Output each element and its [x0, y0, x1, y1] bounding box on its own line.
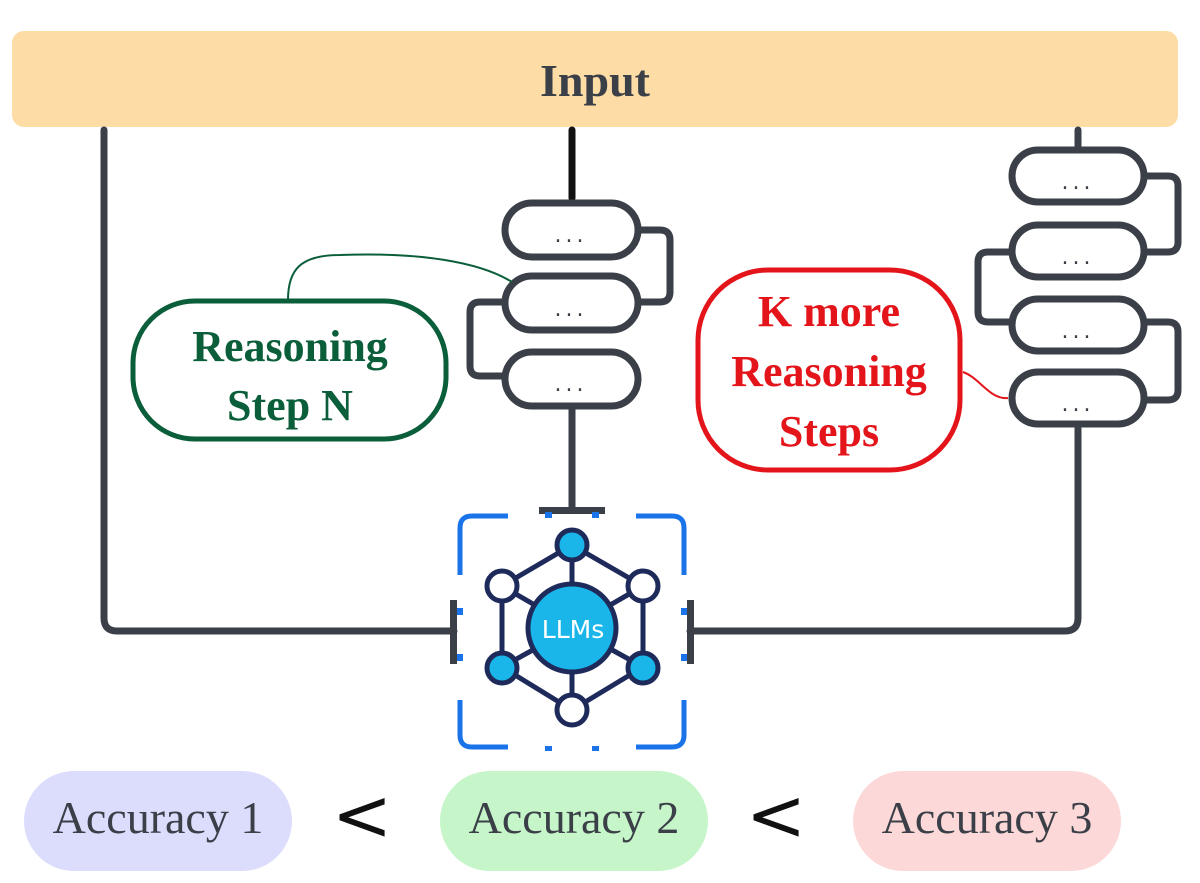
step-ellipsis: ...: [555, 372, 588, 397]
accuracy-3-pill: Accuracy 3: [853, 771, 1121, 871]
less-than-symbol-2: <: [746, 773, 806, 857]
cap-top: [539, 507, 605, 514]
connector-caps: [450, 507, 694, 664]
callout-k-more-leader: [962, 371, 1009, 400]
connector-left: [100, 126, 458, 635]
callout-step-n-leader: [287, 253, 513, 301]
callout-k-more: K more Reasoning Steps: [695, 267, 1009, 473]
middle-chain-links: [466, 226, 674, 380]
accuracy-2-pill: Accuracy 2: [440, 771, 708, 871]
node-empty: [554, 692, 590, 728]
accuracy-1-pill: Accuracy 1: [24, 771, 292, 871]
right-chain: ... ... ... ...: [974, 146, 1182, 428]
node-empty: [484, 568, 520, 604]
callout-step-n-box: [130, 298, 449, 442]
step-ellipsis: ...: [1062, 392, 1095, 417]
right-step-1: ...: [1008, 146, 1148, 206]
node-filled: [554, 527, 590, 563]
callout-step-n: Reasoning Step N: [130, 253, 513, 442]
middle-step-2: ...: [501, 272, 642, 334]
input-bar-bg: [12, 31, 1178, 127]
llm-network-icon: LLMs: [484, 527, 661, 728]
connector-right: [686, 424, 1082, 635]
middle-chain: ... ... ...: [466, 199, 674, 410]
callout-step-n-line-1: Reasoning: [192, 322, 388, 371]
node-filled: [625, 650, 661, 686]
right-step-3: ...: [1008, 295, 1148, 355]
connectors: [100, 126, 1082, 635]
llm-frame-ticks: [457, 512, 687, 751]
input-label: Input: [540, 55, 651, 106]
step-ellipsis: ...: [555, 223, 588, 248]
input-bar: Input: [12, 31, 1178, 127]
accuracy-2-label: Accuracy 2: [469, 792, 680, 843]
accuracy-row: Accuracy 1 < Accuracy 2 < Accuracy 3: [24, 771, 1121, 871]
llm-core-node: [525, 581, 619, 675]
right-step-2: ...: [1008, 221, 1148, 281]
step-ellipsis: ...: [1062, 170, 1095, 195]
callout-k-more-line-2: Reasoning: [731, 347, 927, 396]
right-step-4: ...: [1008, 368, 1148, 428]
callout-k-more-line-1: K more: [758, 287, 900, 336]
step-ellipsis: ...: [555, 297, 588, 322]
callout-step-n-line-2: Step N: [227, 381, 353, 430]
right-chain-links: [974, 172, 1182, 404]
accuracy-1-label: Accuracy 1: [53, 792, 264, 843]
callout-k-more-line-3: Steps: [779, 407, 879, 456]
cap-right: [687, 600, 694, 664]
node-empty: [625, 568, 661, 604]
middle-step-3: ...: [501, 348, 642, 410]
middle-step-1: ...: [501, 199, 642, 261]
step-ellipsis: ...: [1062, 245, 1095, 270]
cap-left: [450, 600, 457, 664]
less-than-symbol-1: <: [332, 773, 392, 857]
node-filled: [484, 650, 520, 686]
accuracy-3-label: Accuracy 3: [882, 792, 1093, 843]
callout-k-more-box: [695, 267, 963, 473]
llm-frame: [457, 513, 687, 750]
llm-label: LLMs: [542, 615, 604, 644]
step-ellipsis: ...: [1062, 319, 1095, 344]
